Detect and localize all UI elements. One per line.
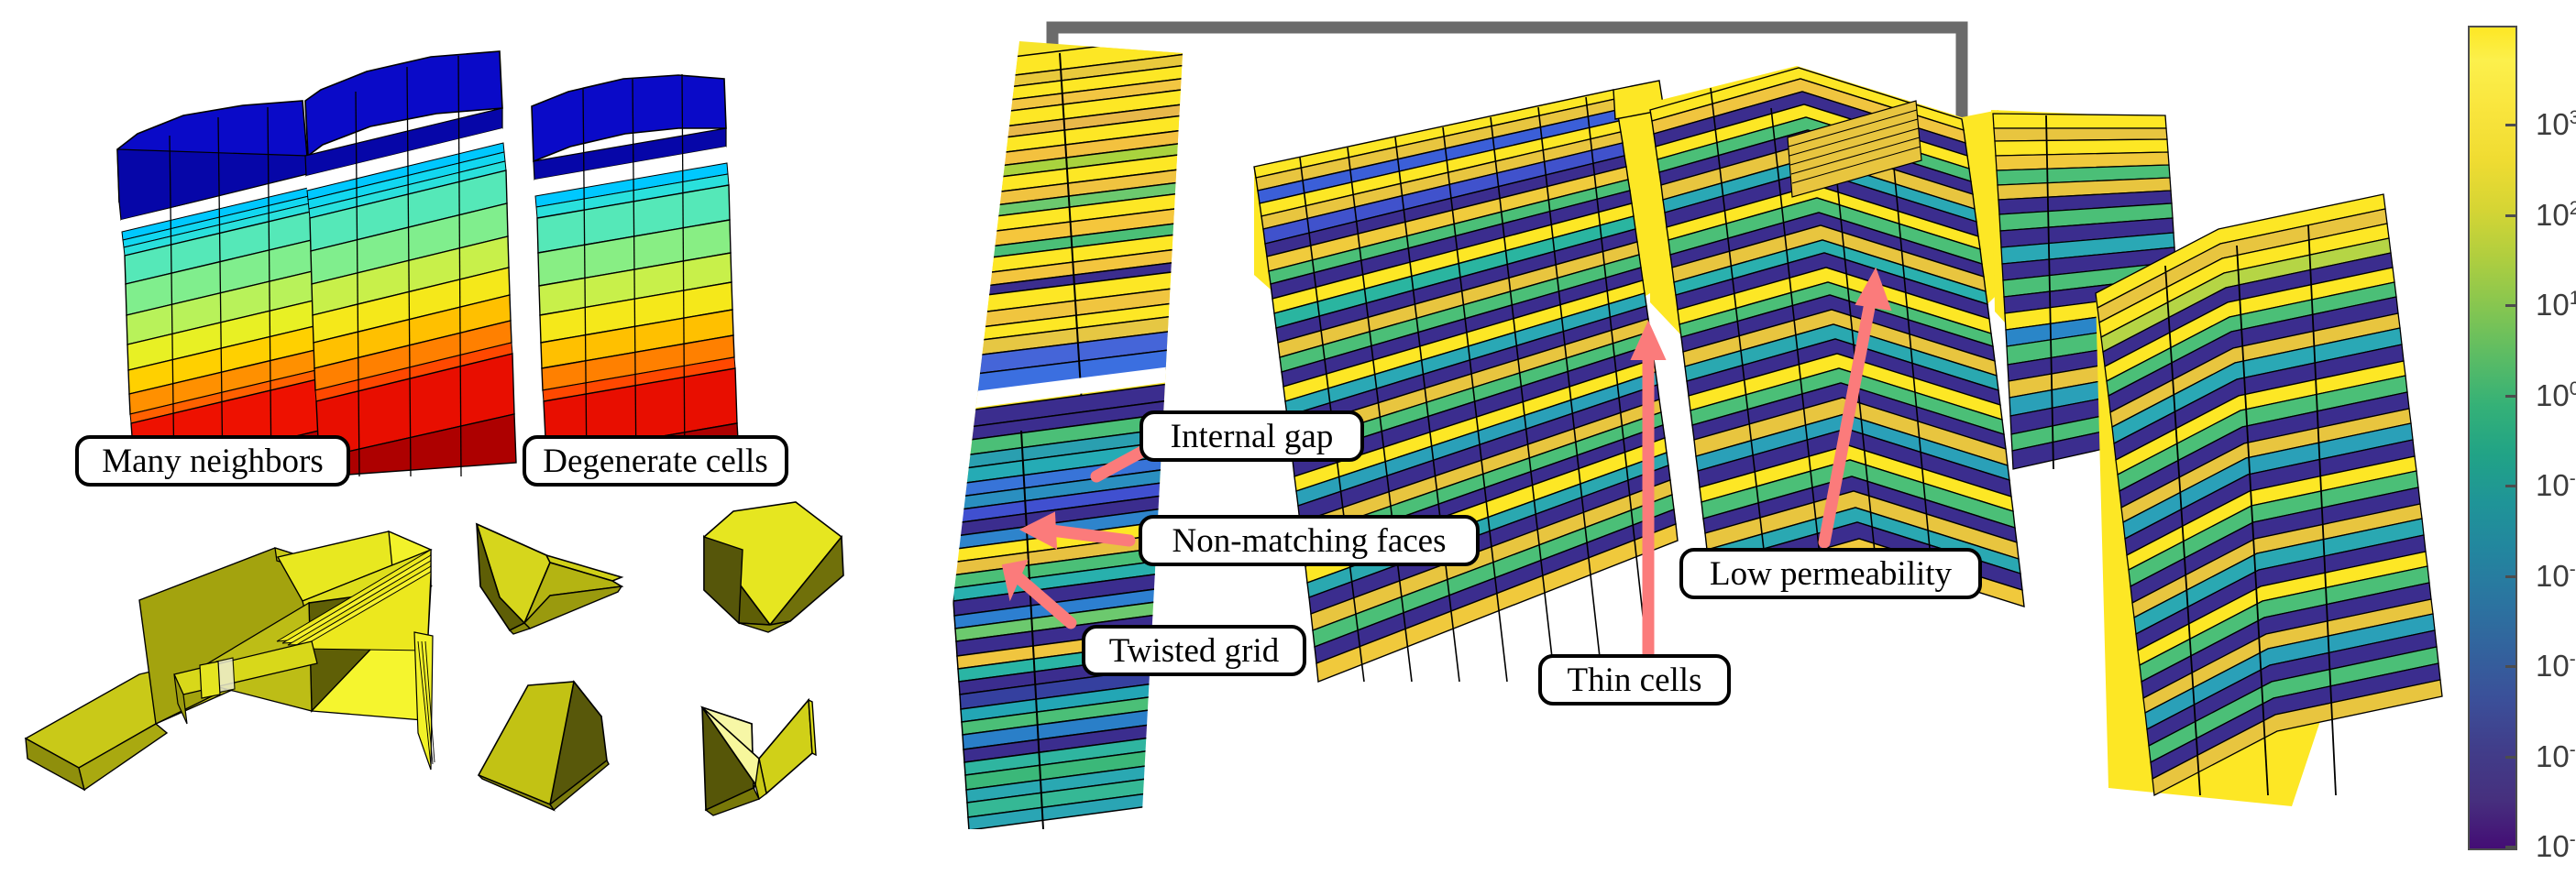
degenerate-cell-4 — [699, 697, 817, 816]
degenerate-cell-2 — [702, 501, 844, 633]
arrow-thin-cells — [1630, 320, 1667, 668]
callout-degenerate-cells-label: Degenerate cells — [543, 442, 768, 480]
colorbar-tick-label: 103 — [2536, 107, 2576, 141]
colorbar-tick-label: 100 — [2536, 377, 2576, 412]
colorbar-tick-mark — [2505, 394, 2517, 398]
colorbar-tick-label: 10-5 — [2536, 829, 2576, 863]
callout-low-permeability-label: Low permeability — [1709, 554, 1953, 593]
callout-internal-gap[interactable]: Internal gap — [1139, 410, 1364, 462]
callout-degenerate-cells[interactable]: Degenerate cells — [523, 435, 788, 487]
callout-non-matching-faces[interactable]: Non-matching faces — [1139, 515, 1480, 566]
degenerate-cell-shapes — [475, 501, 844, 816]
colorbar-tick-label: 10-4 — [2536, 738, 2576, 773]
arrow-low-permeability — [1818, 267, 1892, 549]
degenerate-cell-3 — [477, 680, 610, 812]
callout-internal-gap-label: Internal gap — [1170, 417, 1334, 455]
degenerate-cell-1 — [475, 522, 624, 635]
colorbar-tick-mark — [2505, 665, 2517, 668]
arrow-non-matching-faces — [1018, 511, 1136, 550]
colorbar-tick-mark — [2505, 124, 2517, 126]
colorbar[interactable]: 103 102 101 100 10-1 10-2 10-3 10-4 10-5 — [2468, 26, 2576, 863]
colorbar-tick-label: 102 — [2536, 197, 2576, 232]
colorbar-tick-mark — [2505, 846, 2517, 848]
colorbar-tick-label: 10-1 — [2536, 468, 2576, 502]
colorbar-tick-mark — [2505, 213, 2517, 217]
callout-many-neighbors-label: Many neighbors — [102, 442, 324, 480]
many-neighbors-cells — [24, 530, 435, 792]
colorbar-tick-label: 10-2 — [2536, 558, 2576, 593]
callout-non-matching-faces-label: Non-matching faces — [1172, 521, 1447, 560]
callout-low-permeability[interactable]: Low permeability — [1679, 548, 1982, 599]
callout-many-neighbors[interactable]: Many neighbors — [75, 435, 350, 487]
colorbar-tick-mark — [2505, 755, 2517, 759]
callout-twisted-grid[interactable]: Twisted grid — [1082, 625, 1306, 676]
colorbar-tick-mark — [2505, 485, 2517, 487]
colorbar-tick-mark — [2505, 574, 2517, 578]
layered-fault-grid — [116, 50, 740, 479]
colorbar-tick-mark — [2505, 304, 2517, 307]
callout-thin-cells[interactable]: Thin cells — [1538, 654, 1731, 705]
anticline-reservoir-grid — [1253, 66, 2443, 806]
colorbar-tick-label: 10-3 — [2536, 649, 2576, 683]
arrow-twisted-grid — [1001, 559, 1077, 629]
colorbar-gradient — [2468, 26, 2517, 850]
callout-thin-cells-label: Thin cells — [1567, 661, 1702, 699]
callout-twisted-grid-label: Twisted grid — [1108, 631, 1280, 670]
colorbar-tick-label: 101 — [2536, 288, 2576, 322]
